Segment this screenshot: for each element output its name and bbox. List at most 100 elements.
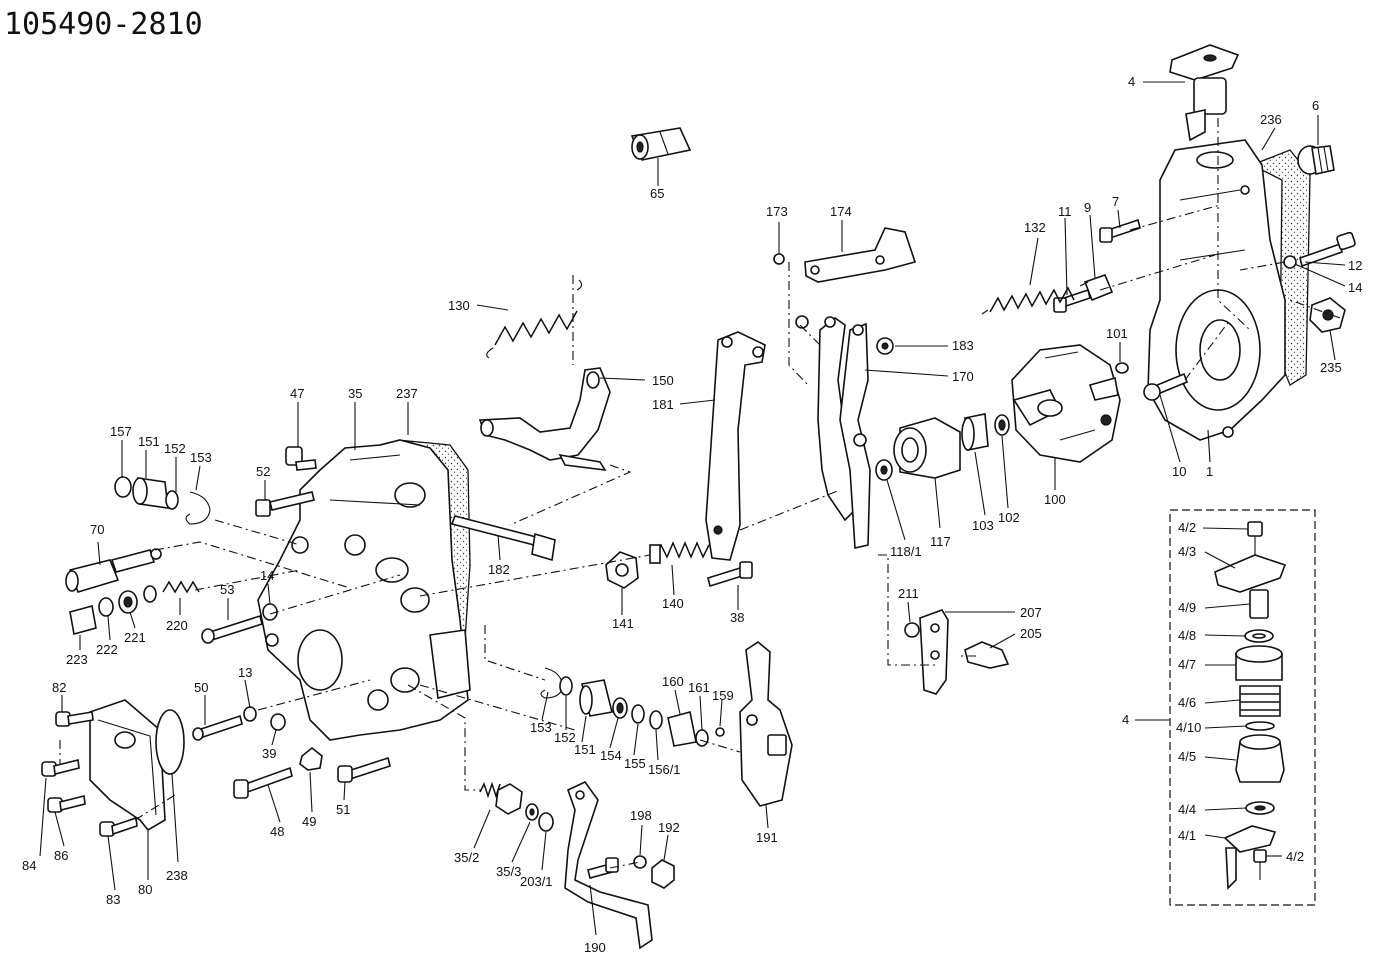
label-part-65: 65 [650, 186, 664, 201]
label-part-117: 117 [930, 534, 951, 549]
label-part-207: 207 [1020, 605, 1042, 620]
label-part-190: 190 [584, 940, 606, 955]
label-kit-4-2-top: 4/2 [1178, 520, 1196, 535]
diagram-title: 105490-2810 [4, 7, 203, 42]
part-157-151-152-153-left-drawing [114, 476, 211, 525]
part-207-205-drawing [904, 609, 1010, 695]
label-part-6: 6 [1312, 98, 1319, 113]
label-part-173: 173 [766, 204, 788, 219]
part-48-49-51-drawing [233, 746, 391, 799]
label-part-182: 182 [488, 562, 510, 577]
part-101-10-drawing [1115, 362, 1189, 401]
label-part-181: 181 [652, 397, 674, 412]
label-part-151-center: 151 [574, 742, 596, 757]
label-kit-4-9: 4/9 [1178, 600, 1196, 615]
part-220-221-222-223-drawing [69, 580, 200, 636]
label-part-236: 236 [1260, 112, 1282, 127]
part-170-lever-drawing [795, 315, 871, 549]
label-part-183: 183 [952, 338, 974, 353]
part-174-link-drawing [773, 227, 917, 283]
label-part-132: 132 [1024, 220, 1046, 235]
part-1-governor-housing-drawing [1147, 139, 1311, 441]
label-part-100: 100 [1044, 492, 1066, 507]
label-part-82: 82 [52, 680, 66, 695]
label-part-52: 52 [256, 464, 270, 479]
label-part-205: 205 [1020, 626, 1042, 641]
label-part-238: 238 [166, 868, 188, 883]
label-part-157: 157 [110, 424, 132, 439]
part-100-flyweight-drawing [1011, 344, 1121, 463]
label-part-35: 35 [348, 386, 362, 401]
label-part-159: 159 [712, 688, 734, 703]
label-part-152-center: 152 [554, 730, 576, 745]
label-part-84: 84 [22, 858, 36, 873]
part-65-coupling-drawing [630, 127, 692, 161]
label-part-160: 160 [662, 674, 684, 689]
label-part-83: 83 [106, 892, 120, 907]
label-part-221: 221 [124, 630, 146, 645]
label-part-222: 222 [96, 642, 118, 657]
label-part-47: 47 [290, 386, 304, 401]
label-part-220: 220 [166, 618, 188, 633]
part-181-lever-drawing [705, 331, 766, 561]
label-part-211: 211 [898, 586, 919, 601]
part-4-valve-drawing [1169, 44, 1240, 142]
label-part-35-3: 35/3 [496, 864, 521, 879]
label-part-12: 12 [1348, 258, 1362, 273]
part-190-bracket-drawing [564, 780, 675, 950]
label-part-39: 39 [262, 746, 276, 761]
kit-4-parts-drawing [1169, 509, 1316, 906]
label-part-86: 86 [54, 848, 68, 863]
label-part-49: 49 [302, 814, 316, 829]
label-part-140: 140 [662, 596, 684, 611]
label-part-14-right: 14 [1348, 280, 1362, 295]
label-kit-4: 4 [1122, 712, 1129, 727]
part-number-labels: 4 236 6 7 9 11 132 12 14 235 101 10 1 10… [22, 74, 1362, 955]
label-part-203-1: 203/1 [520, 874, 553, 889]
part-50-13-39-drawing [192, 706, 286, 741]
label-part-235: 235 [1320, 360, 1342, 375]
label-part-154: 154 [600, 748, 622, 763]
part-182-bolt-drawing [450, 515, 556, 562]
label-part-153-left: 153 [190, 450, 212, 465]
label-kit-4-3: 4/3 [1178, 544, 1196, 559]
label-part-51: 51 [336, 802, 350, 817]
label-part-9: 9 [1084, 200, 1091, 215]
label-part-198: 198 [630, 808, 652, 823]
part-7-9-11-small-drawing [1053, 218, 1141, 313]
label-kit-4-7: 4/7 [1178, 657, 1196, 672]
part-70-pin-drawing [65, 548, 162, 593]
label-kit-4-5: 4/5 [1178, 749, 1196, 764]
part-150-lever-drawing [478, 367, 611, 472]
label-part-150: 150 [652, 373, 674, 388]
part-235-nut-drawing [1309, 297, 1346, 333]
part-130-spring-drawing [486, 279, 583, 359]
label-part-155: 155 [624, 756, 646, 771]
part-lower-row-drawing [540, 667, 725, 747]
part-bolts-82-84-86-83-drawing [41, 711, 138, 837]
label-part-223: 223 [66, 652, 88, 667]
label-part-35-2: 35/2 [454, 850, 479, 865]
label-part-151-left: 151 [138, 434, 160, 449]
label-part-10: 10 [1172, 464, 1186, 479]
label-kit-4-1: 4/1 [1178, 828, 1196, 843]
part-183-washer-drawing [876, 337, 894, 355]
label-part-130: 130 [448, 298, 470, 313]
label-part-141: 141 [612, 616, 634, 631]
part-140-141-38-drawing [605, 541, 753, 589]
part-53-14-drawing [201, 603, 278, 644]
label-part-101: 101 [1106, 326, 1128, 341]
label-part-103: 103 [972, 518, 994, 533]
label-part-192: 192 [658, 820, 680, 835]
label-part-191: 191 [756, 830, 778, 845]
label-kit-4-2-bottom: 4/2 [1286, 849, 1304, 864]
label-part-48: 48 [270, 824, 284, 839]
label-part-153-center: 153 [530, 720, 552, 735]
assembly-centerlines [59, 118, 1341, 869]
label-part-1: 1 [1206, 464, 1213, 479]
part-80-cover-drawing [89, 699, 185, 832]
part-102-103-117-1181-drawing [875, 413, 1010, 481]
part-12-bolt-drawing [1283, 231, 1356, 269]
label-kit-4-10: 4/10 [1176, 720, 1201, 735]
